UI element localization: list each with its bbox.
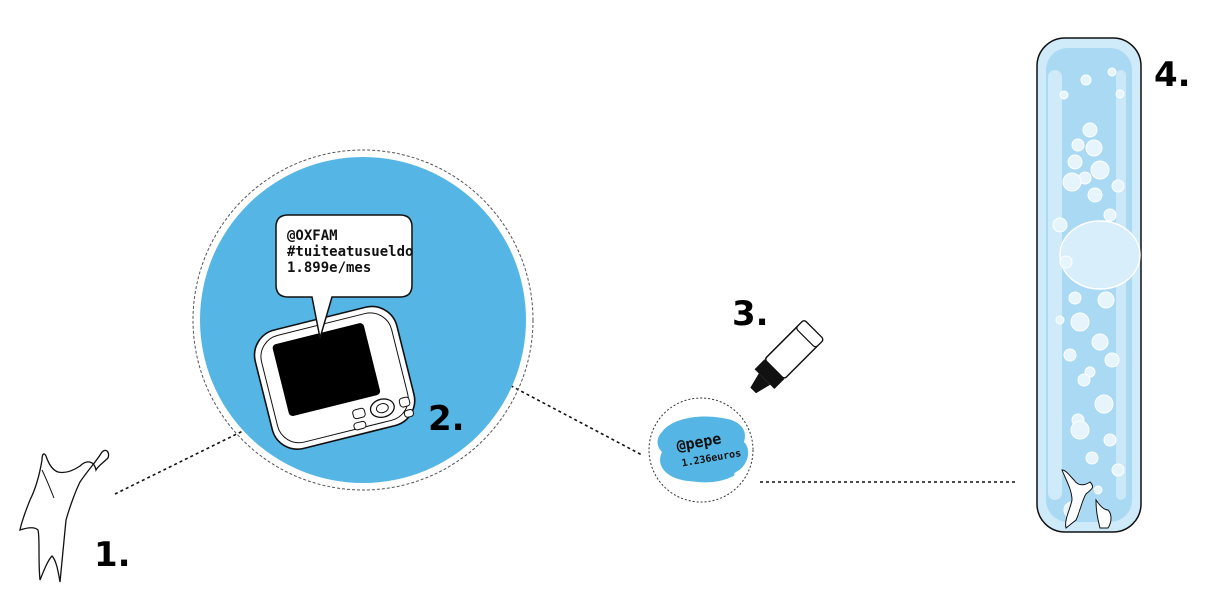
tweet-line-3: 1.899e/mes — [287, 260, 371, 276]
step-4-label: 4. — [1154, 55, 1191, 95]
bubble-tube-icon — [1036, 37, 1142, 533]
connector-1-2 — [114, 424, 256, 495]
name-tag-sticker: @pepe 1.236euros — [648, 397, 754, 503]
step-3-label: 3. — [732, 294, 769, 334]
step-2-label: 2. — [428, 399, 465, 439]
tweet-line-1: @OXFAM — [287, 228, 338, 244]
tweet-speech-bubble: @OXFAM #tuiteatusueldo 1.899e/mes — [275, 214, 413, 339]
tweet-line-2: #tuiteatusueldo — [287, 244, 413, 260]
marker-pen-icon — [750, 320, 824, 394]
step-1-label: 1. — [94, 535, 131, 575]
smartphone-icon — [253, 305, 416, 450]
person-silhouette-icon — [19, 449, 110, 583]
